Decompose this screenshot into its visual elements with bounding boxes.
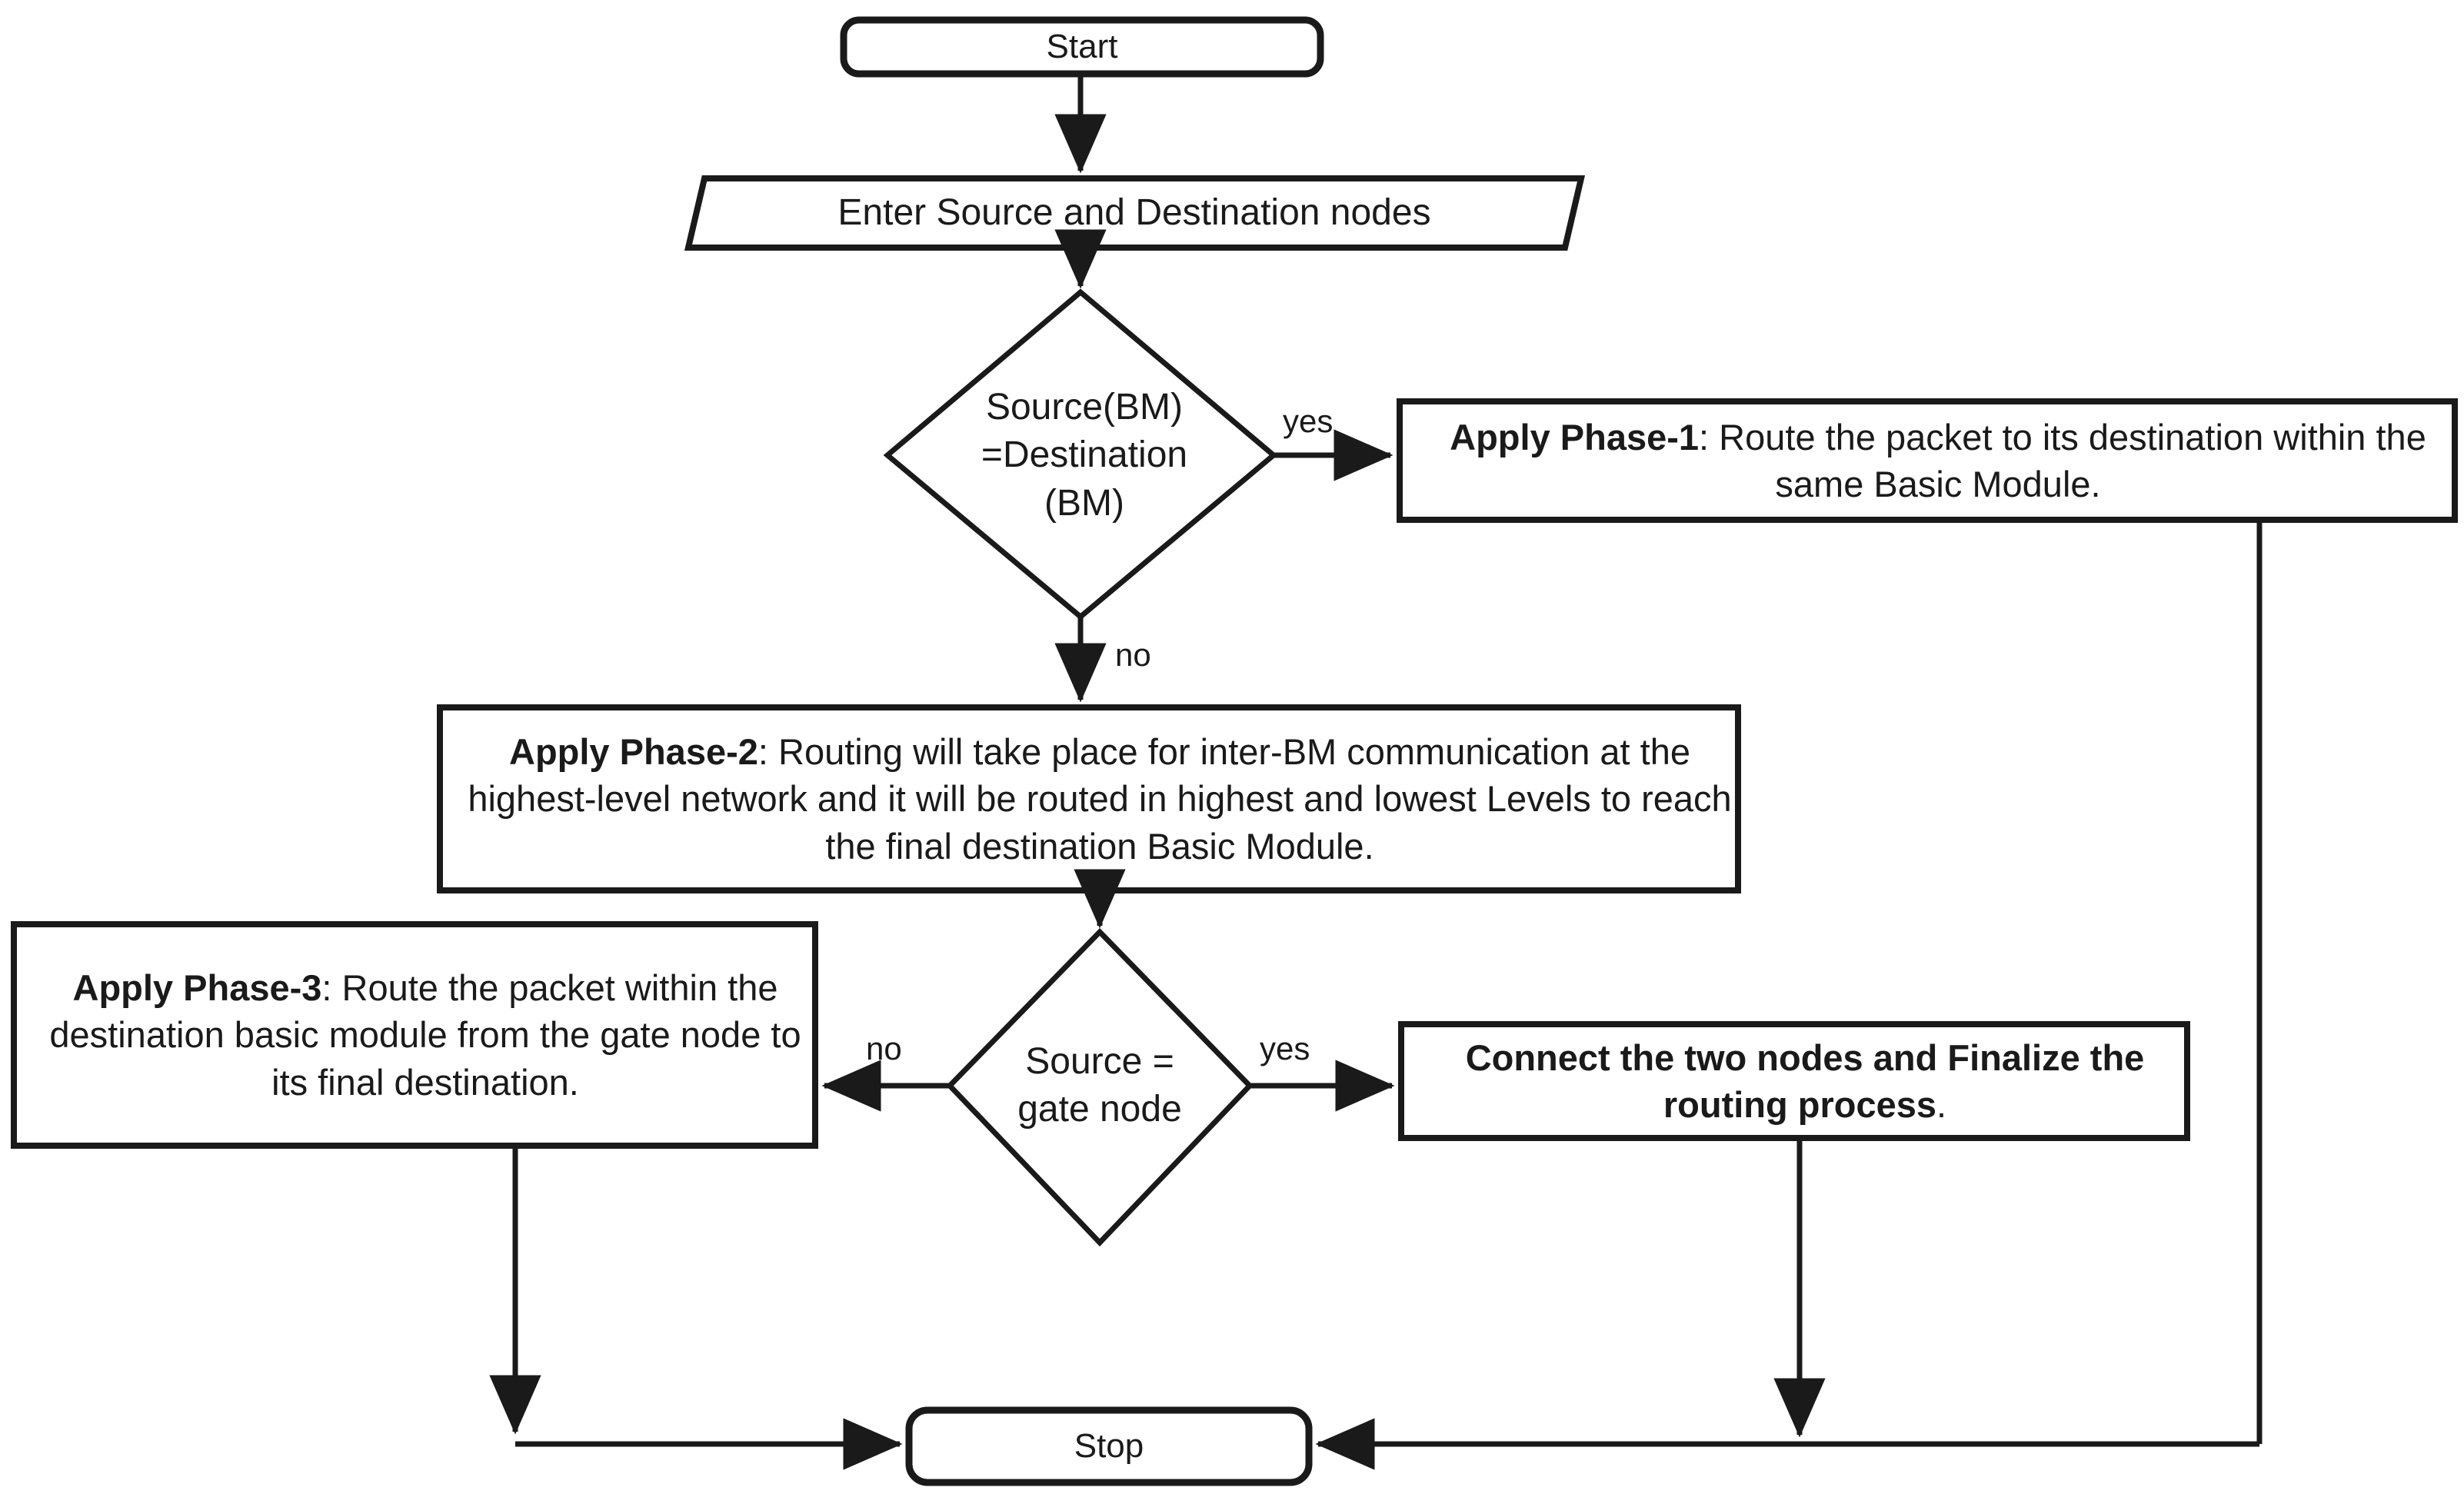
edge-label-bm-no: no <box>1115 637 1151 673</box>
phase3-shape <box>11 921 818 1149</box>
phase1-shape <box>1397 398 2458 523</box>
decision-gate-shape <box>946 927 1254 1247</box>
edge-label-gate-no: no <box>866 1030 902 1066</box>
edge-label-gate-yes: yes <box>1260 1030 1310 1066</box>
phase2-shape <box>437 704 1741 893</box>
start-shape <box>840 16 1324 78</box>
edge-label-bm-yes: yes <box>1283 403 1334 439</box>
connect-shape <box>1398 1021 2190 1141</box>
decision-bm-shape <box>883 288 1278 621</box>
stop-shape <box>905 1406 1313 1486</box>
input-shape <box>684 175 1586 251</box>
